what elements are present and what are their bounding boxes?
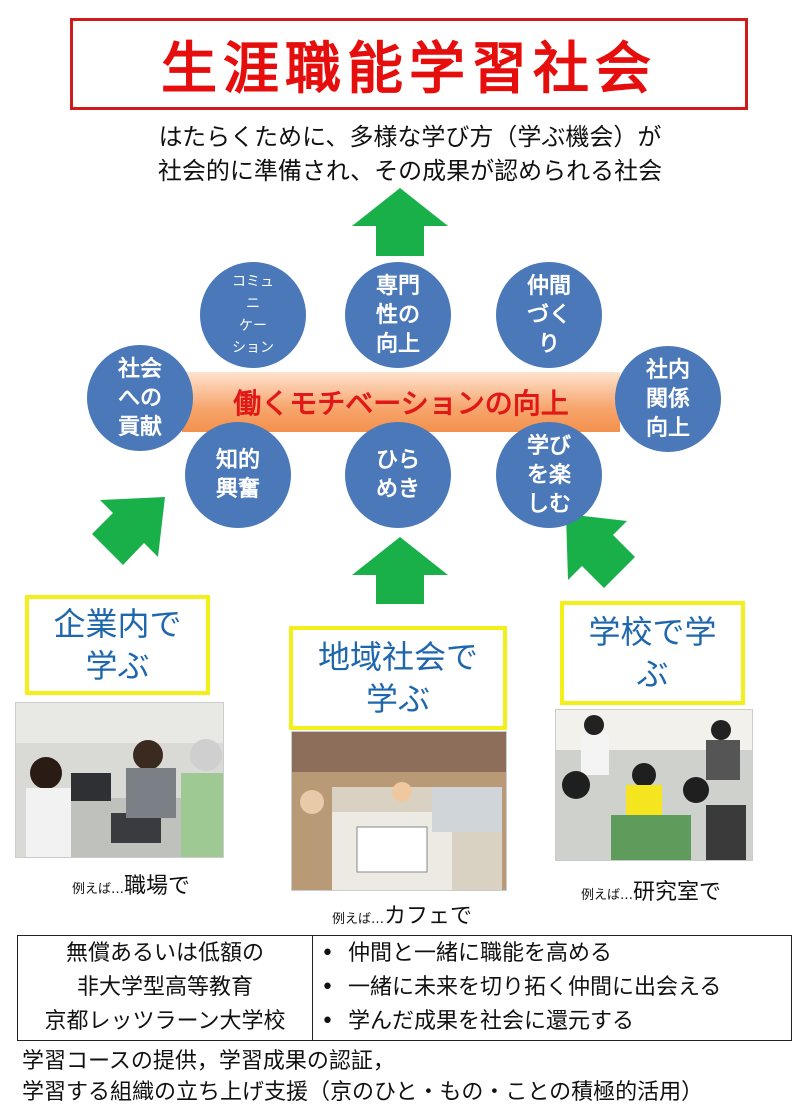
photo-laboratory <box>555 709 753 861</box>
photo-workplace <box>15 702 224 858</box>
circle-enjoy: 学び を楽 しむ <box>496 422 602 528</box>
info-bullet-3-text: 学んだ成果を社会に還元する <box>347 1009 634 1034</box>
photo-cafe <box>291 731 507 891</box>
subtitle-line-1: はたらくために、多様な学び方（学ぶ機会）が <box>158 123 662 151</box>
left-arrow <box>92 497 165 565</box>
caption-cafe-text: カフェで <box>384 904 473 929</box>
bullet-icon: • <box>321 975 334 1000</box>
caption-workplace: 例えば…職場で <box>72 868 190 900</box>
learn-school-box: 学校で学 ぶ <box>560 601 745 705</box>
circle-contribution: 社会 への 貢献 <box>87 345 193 451</box>
caption-laboratory-prefix: 例えば… <box>581 888 634 903</box>
circle-internal: 社内 関係 向上 <box>615 346 721 452</box>
subtitle: はたらくために、多様な学び方（学ぶ機会）が 社会的に準備され、その成果が認められ… <box>80 120 740 188</box>
info-left-line-1: 無償あるいは低額の <box>65 941 264 966</box>
circle-communication: コミュ ニ ケー ション <box>200 262 306 368</box>
circle-internal-label: 社内 関係 向上 <box>645 357 690 441</box>
info-bullet-1: • 仲間と一緒に職能を高める <box>321 937 791 971</box>
page-title: 生涯職能学習社会 <box>161 36 657 102</box>
title-box: 生涯職能学習社会 <box>70 18 748 110</box>
info-table: 無償あるいは低額の 非大学型高等教育 京都レッツラーン大学校 • 仲間と一緒に職… <box>17 935 792 1041</box>
info-bullet-1-text: 仲間と一緒に職能を高める <box>347 941 612 966</box>
info-bullet-2: • 一緒に未来を切り拓く仲間に出会える <box>321 971 791 1005</box>
caption-laboratory: 例えば…研究室で <box>581 874 721 906</box>
circle-expertise: 専門 性の 向上 <box>345 262 451 368</box>
circle-fellows-label: 仲間 づく り <box>526 273 571 357</box>
info-left-line-2: 非大学型高等教育 <box>76 975 253 1000</box>
circle-contribution-label: 社会 への 貢献 <box>117 356 162 440</box>
motivation-banner-label: 働くモチベーションの向上 <box>233 387 569 420</box>
learn-community-box: 地域社会で 学ぶ <box>289 626 507 730</box>
circle-curiosity-label: 知的 興奮 <box>215 448 260 502</box>
center-arrow <box>352 537 448 604</box>
learn-school-label: 学校で学 ぶ <box>588 613 717 693</box>
caption-laboratory-text: 研究室で <box>633 880 722 905</box>
bottom-text: 学習コースの提供，学習成果の認証， 学習する組織の立ち上げ支援（京のひと・もの・… <box>22 1046 703 1108</box>
caption-workplace-prefix: 例えば… <box>72 882 125 897</box>
learn-community-label: 地域社会で 学ぶ <box>317 638 478 718</box>
subtitle-line-2: 社会的に準備され、その成果が認められる社会 <box>157 157 663 185</box>
caption-cafe-prefix: 例えば… <box>332 912 385 927</box>
bottom-line-2: 学習する組織の立ち上げ支援（京のひと・もの・ことの積極的活用） <box>22 1080 704 1105</box>
bullet-icon: • <box>321 1009 334 1034</box>
circle-enjoy-label: 学び を楽 しむ <box>526 433 571 517</box>
right-arrow <box>566 514 635 588</box>
info-bullet-3: • 学んだ成果を社会に還元する <box>321 1005 791 1039</box>
caption-workplace-text: 職場で <box>124 874 191 899</box>
caption-cafe: 例えば…カフェで <box>332 898 472 930</box>
info-bullet-2-text: 一緒に未来を切り拓く仲間に出会える <box>347 975 722 1000</box>
info-table-left: 無償あるいは低額の 非大学型高等教育 京都レッツラーン大学校 <box>18 936 313 1040</box>
learn-company-label: 企業内で 学ぶ <box>53 605 182 685</box>
bullet-icon: • <box>321 941 334 966</box>
circle-communication-label: コミュ ニ ケー ション <box>232 274 274 356</box>
circle-inspiration: ひら めき <box>345 422 451 528</box>
top-arrow <box>352 188 448 256</box>
circle-inspiration-label: ひら めき <box>375 448 420 502</box>
bottom-line-1: 学習コースの提供，学習成果の認証， <box>22 1049 395 1074</box>
info-left-line-3: 京都レッツラーン大学校 <box>44 1009 286 1034</box>
learn-company-box: 企業内で 学ぶ <box>25 595 210 695</box>
circle-curiosity: 知的 興奮 <box>185 422 291 528</box>
info-table-right: • 仲間と一緒に職能を高める • 一緒に未来を切り拓く仲間に出会える • 学んだ… <box>313 936 791 1040</box>
circle-fellows: 仲間 づく り <box>496 262 602 368</box>
circle-expertise-label: 専門 性の 向上 <box>375 273 420 357</box>
